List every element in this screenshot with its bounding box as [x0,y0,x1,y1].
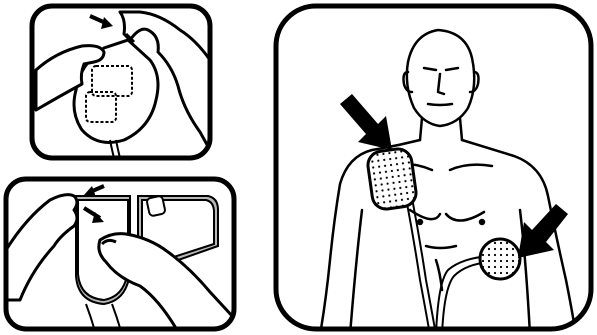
cable-icon [406,198,490,335]
lower-pad-icon [480,239,520,279]
panel-open-package [32,6,210,158]
panel-place-pads [276,6,591,335]
upper-pad-icon [366,147,418,211]
panel-peel-pads [6,179,234,335]
tear-arrow-icon [90,16,113,29]
